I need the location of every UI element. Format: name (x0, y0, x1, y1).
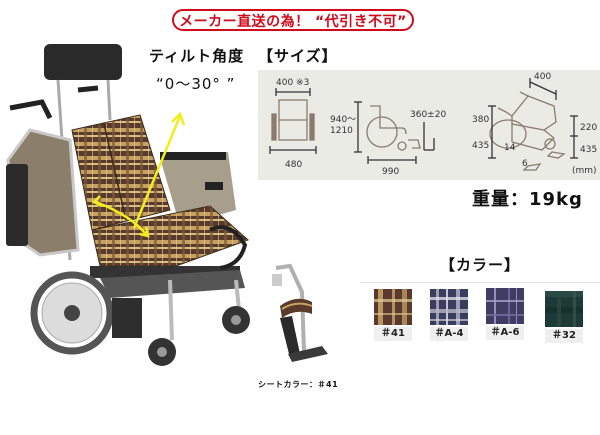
color-divider (360, 282, 600, 283)
color-section-title: 【カラー】 (440, 256, 521, 274)
swatch-label-a6: ＃A-6 (486, 326, 524, 340)
side-footrest-label: 360±20 (410, 110, 446, 120)
isometric-view-diagram (488, 78, 578, 171)
plaid-swatch-41 (374, 289, 412, 325)
seat-color-caption: シートカラー：＃41 (258, 380, 339, 389)
tilt-angle-arrows (91, 111, 186, 238)
iso-front-seat-height-label: 435 (580, 145, 597, 155)
side-length-label: 990 (382, 167, 399, 177)
iso-seat-depth-label: 400 (534, 72, 551, 82)
plaid-swatch-a6 (486, 288, 524, 324)
color-swatch-32: ＃32 (545, 291, 583, 347)
iso-rear-seat-height-label: 435 (472, 141, 489, 151)
unit-label: (mm) (572, 166, 597, 176)
plaid-swatch-32 (545, 291, 583, 327)
tilt-angle-title: ティルト角度 (149, 47, 245, 65)
iso-back-height-label: 380 (472, 115, 489, 125)
side-height-label-2: 1210 (330, 126, 353, 136)
color-swatch-a4: ＃A-4 (430, 289, 468, 345)
weight-label: 重量：19kg (472, 189, 583, 210)
iso-rear-wheel-label: 14 (504, 143, 516, 153)
side-height-label-1: 940〜 (330, 115, 356, 125)
color-swatch-a6: ＃A-6 (486, 288, 524, 344)
no-cod-notice-banner: メーカー直送の為！ “代引き不可” (172, 9, 414, 31)
swatch-label-a4: ＃A-4 (430, 327, 468, 341)
tilt-angle-range: “0〜30° ” (156, 75, 236, 93)
plaid-swatch-a4 (430, 289, 468, 325)
swatch-label-41: ＃41 (374, 327, 412, 341)
swatch-label-32: ＃32 (545, 329, 583, 343)
leg-support-image (272, 263, 328, 362)
iso-armrest-height-label: 220 (580, 123, 597, 133)
front-seat-width-label: 400 ※3 (276, 78, 309, 88)
size-section-title: 【サイズ】 (258, 47, 338, 65)
side-view-diagram (354, 101, 435, 164)
dimension-diagram: 400 ※3 480 940〜 1210 360±20 990 (258, 70, 600, 180)
iso-caster-label: 6 (522, 159, 528, 169)
front-view-diagram (269, 88, 317, 154)
color-swatch-41: ＃41 (374, 289, 412, 345)
wheelchair-product-image (6, 44, 250, 366)
front-overall-width-label: 480 (285, 160, 302, 170)
